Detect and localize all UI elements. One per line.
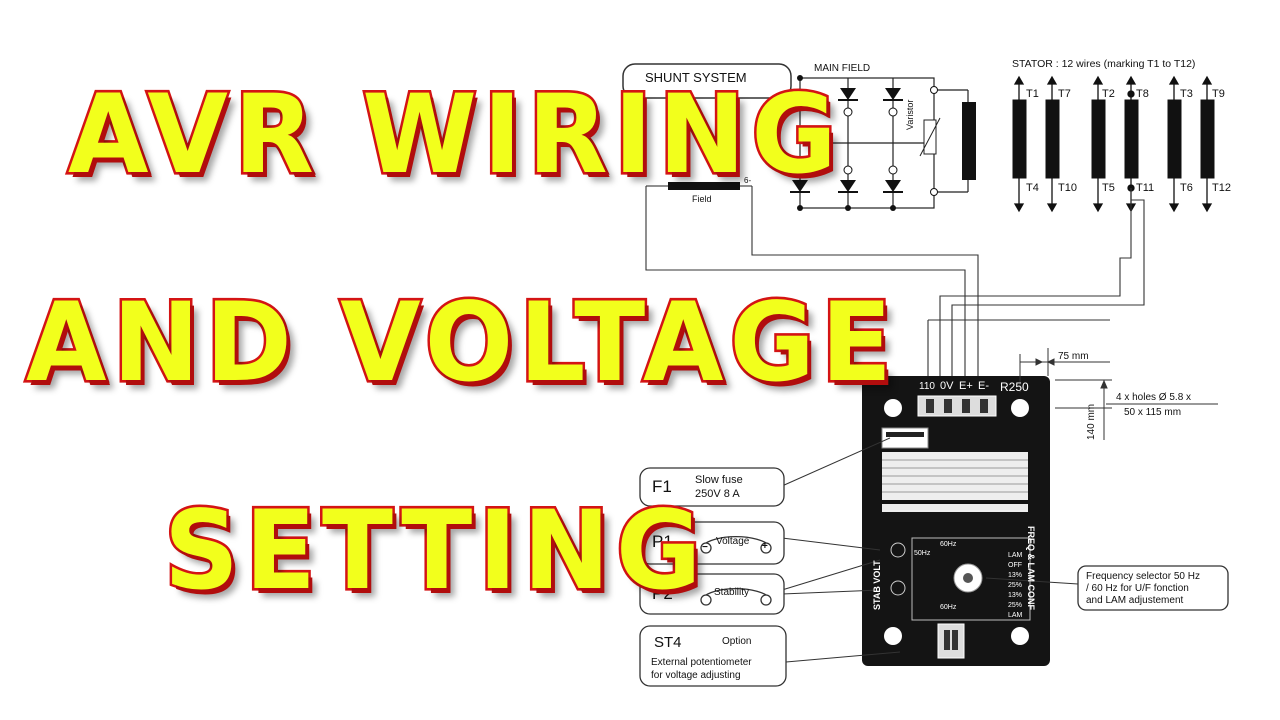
terminal-label: T10 [1058, 182, 1077, 194]
mount-hole-top-left [884, 399, 902, 417]
st4-line-1: External potentiometer [651, 657, 752, 668]
terminal-0v: 0V [940, 380, 954, 392]
terminal-label: T8 [1136, 88, 1149, 100]
holes-label-2: 50 x 115 mm [1124, 407, 1182, 418]
freq-callout-box [1077, 565, 1229, 611]
terminal-label: T6 [1180, 182, 1193, 194]
diodes [790, 75, 938, 211]
dial-label: 60Hz [940, 604, 957, 611]
voltage-pot-icon [700, 535, 772, 554]
stator-windings [1012, 99, 1215, 179]
terminal-e-plus: E+ [959, 380, 973, 392]
shunt-system-box [622, 63, 792, 99]
varistor-label: Varistor [905, 99, 915, 130]
dial-label: 25% [1008, 582, 1023, 589]
terminal-label: T11 [1136, 182, 1155, 194]
mount-hole-bottom-left [884, 627, 902, 645]
fuse-element [886, 432, 924, 437]
terminal-label: T7 [1058, 88, 1071, 100]
terminal-label: T9 [1212, 88, 1225, 100]
dial-label: LAM [1008, 552, 1023, 559]
terminal-slots [926, 399, 988, 413]
plus-icon: + [762, 541, 768, 552]
dial-label: 13% [1008, 592, 1023, 599]
varistor-slash [919, 117, 941, 157]
board-stab-text: STAB VOLT [872, 560, 882, 610]
dial-label: OFF [1008, 562, 1022, 569]
freq-line-2: / 60 Hz for U/F fonction [1086, 583, 1189, 594]
dim-height-label: 140 mm [1086, 403, 1097, 440]
st4-line-2: for voltage adjusting [651, 670, 741, 681]
freq-line-1: Frequency selector 50 Hz [1086, 571, 1200, 582]
p2-label: Stability [714, 587, 750, 598]
dimension-lines [1019, 348, 1218, 440]
p1-label: Voltage [716, 536, 750, 547]
dial-label: 60Hz [940, 541, 957, 548]
avr-model-label: R250 [1000, 380, 1029, 394]
title-line-1: AVR WIRING [66, 69, 843, 199]
terminal-e-minus: E- [978, 380, 989, 392]
st4-option: Option [722, 636, 752, 647]
f1-code: F1 [652, 477, 672, 496]
avr-board [862, 376, 1050, 666]
st4-code: ST4 [654, 634, 682, 651]
terminal-label: T2 [1102, 88, 1115, 100]
terminal-block [917, 395, 997, 417]
terminal-label: T3 [1180, 88, 1193, 100]
dial-label: 13% [1008, 572, 1023, 579]
terminal-label: T12 [1212, 182, 1231, 194]
stability-pot-icon [700, 587, 772, 606]
f1-line-2: 250V 8 A [695, 488, 740, 500]
p2-code: P2 [652, 584, 673, 603]
avr-wiring [645, 186, 1145, 382]
f1-callout-box [639, 467, 785, 507]
terminal-110: 110 [919, 381, 935, 392]
shunt-system-label: SHUNT SYSTEM [645, 70, 747, 85]
exciter-field-winding [668, 182, 740, 190]
p2-callout-box [639, 573, 785, 615]
title-line-3: SETTING [161, 485, 708, 615]
terminal-label: T5 [1102, 182, 1115, 194]
main-field-winding [962, 102, 976, 180]
p1-code: P1 [652, 532, 673, 551]
title-line-2: AND VOLTAGE [24, 277, 898, 407]
board-freq-text: FREQ & LAM CONF [1026, 526, 1036, 610]
heatsink [882, 452, 1028, 512]
p1-callout-box [639, 521, 785, 565]
field-label: Field [692, 194, 712, 204]
dim-width-label: 75 mm [1058, 351, 1089, 362]
stator-label: STATOR : 12 wires (marking T1 to T12) [1012, 58, 1196, 70]
dial-label: LAM [1008, 612, 1023, 619]
holes-label-1: 4 x holes Ø 5.8 x [1116, 392, 1192, 403]
dial-label: 50Hz [914, 550, 931, 557]
stator-leads [1013, 75, 1213, 213]
terminal-label: T1 [1026, 88, 1039, 100]
mount-hole-bottom-right [1011, 627, 1029, 645]
freq-line-3: and LAM adjustement [1086, 595, 1184, 606]
terminal-label: T4 [1026, 182, 1039, 194]
f1-line-1: Slow fuse [695, 474, 743, 486]
field-minus-label: 6- [744, 176, 752, 185]
minus-icon: − [702, 542, 708, 553]
main-field-label: MAIN FIELD [814, 63, 871, 74]
callout-leaders [781, 437, 1079, 663]
mount-hole-top-right [1011, 399, 1029, 417]
dial-label: 25% [1008, 602, 1023, 609]
config-panel [890, 537, 1031, 621]
st4-callout-box [639, 625, 787, 687]
st4-connector [937, 623, 965, 659]
